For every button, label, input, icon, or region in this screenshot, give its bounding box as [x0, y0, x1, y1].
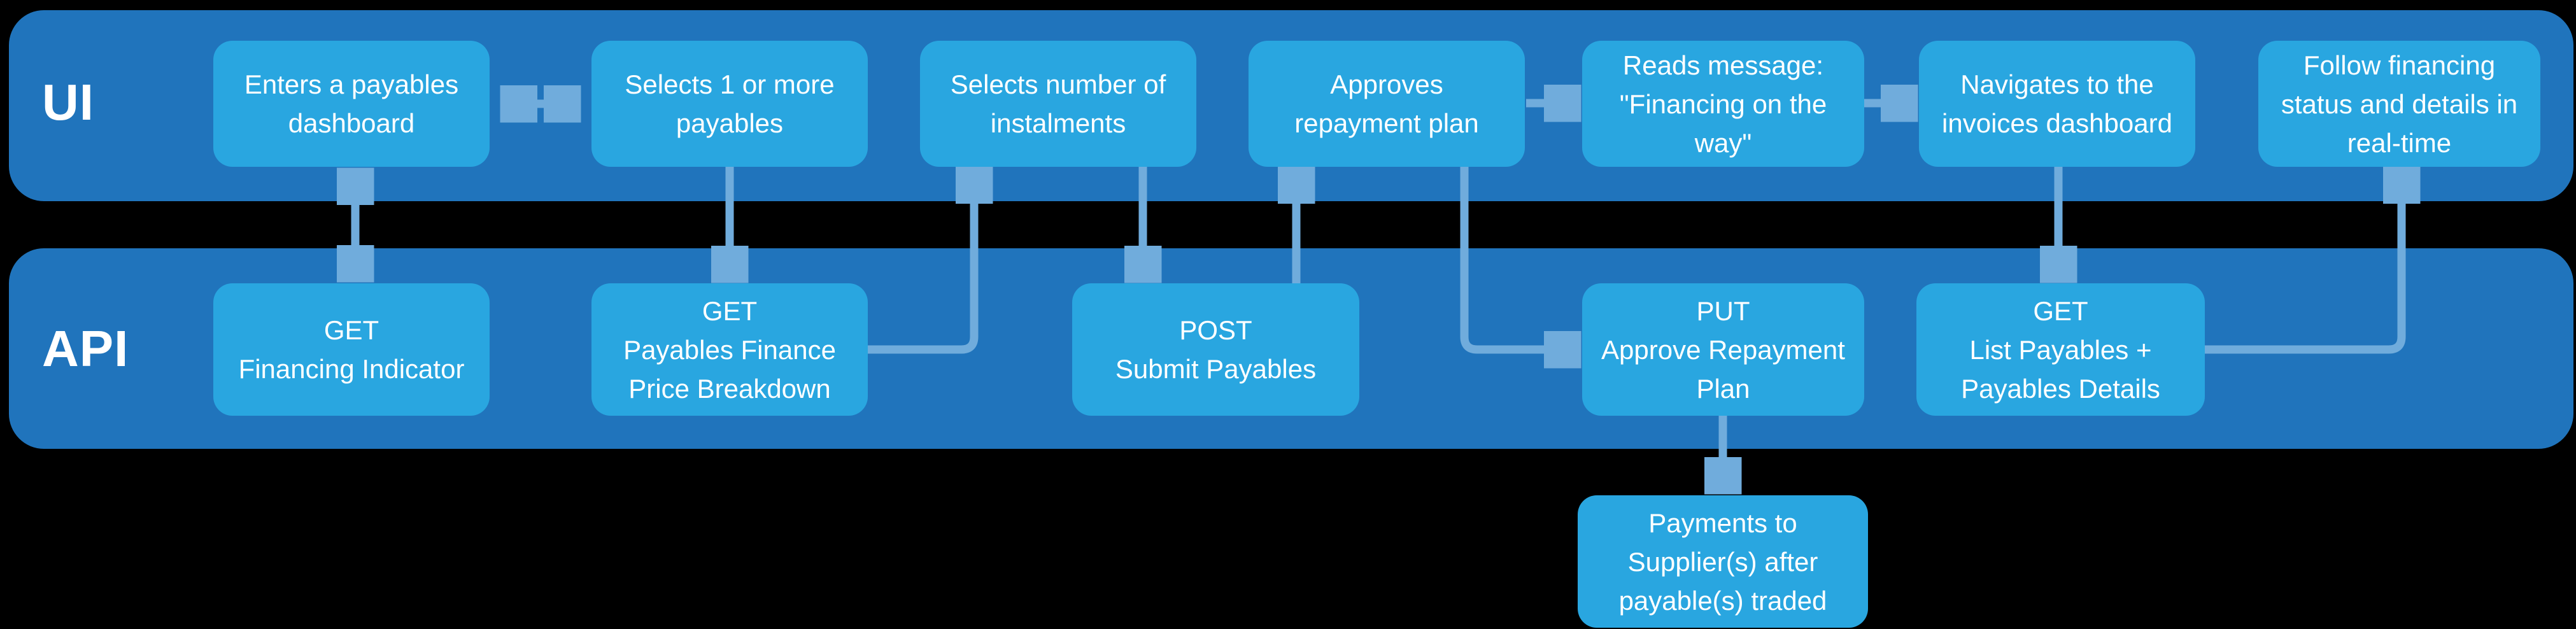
api-node-get-payables-finance-price-breakdown: GET Payables Finance Price Breakdown: [591, 283, 868, 416]
ui-lane-label: UI: [42, 74, 94, 131]
api-node-put-approve-repayment-plan: PUT Approve Repayment Plan: [1582, 283, 1864, 416]
ui-node-selects-instalments: Selects number of instalments: [920, 41, 1196, 167]
connector-list-payables-follow-status-elbow-arrow: [2205, 178, 2402, 354]
ui-node-approves-repayment-plan: Approves repayment plan: [1249, 41, 1525, 167]
ui-node-reads-message: Reads message: "Financing on the way": [1582, 41, 1864, 167]
ui-node-follow-financing-status: Follow financing status and details in r…: [2258, 41, 2540, 167]
api-node-post-submit-payables: POST Submit Payables: [1072, 283, 1359, 416]
api-node-get-financing-indicator: GET Financing Indicator: [213, 283, 490, 416]
ui-node-selects-payables: Selects 1 or more payables: [591, 41, 868, 167]
ui-node-navigates-invoices-dashboard: Navigates to the invoices dashboard: [1919, 41, 2195, 167]
ui-node-enters-payables-dashboard: Enters a payables dashboard: [213, 41, 490, 167]
connector-approves-put-plan-elbow-arrow: [1460, 167, 1570, 350]
api-node-get-list-payables-details: GET List Payables + Payables Details: [1916, 283, 2205, 416]
api-lane-label: API: [42, 320, 129, 377]
connector-price-breakdown-instalments-elbow-arrow: [868, 178, 974, 354]
node-payments-to-supplier: Payments to Supplier(s) after payable(s)…: [1578, 495, 1868, 628]
